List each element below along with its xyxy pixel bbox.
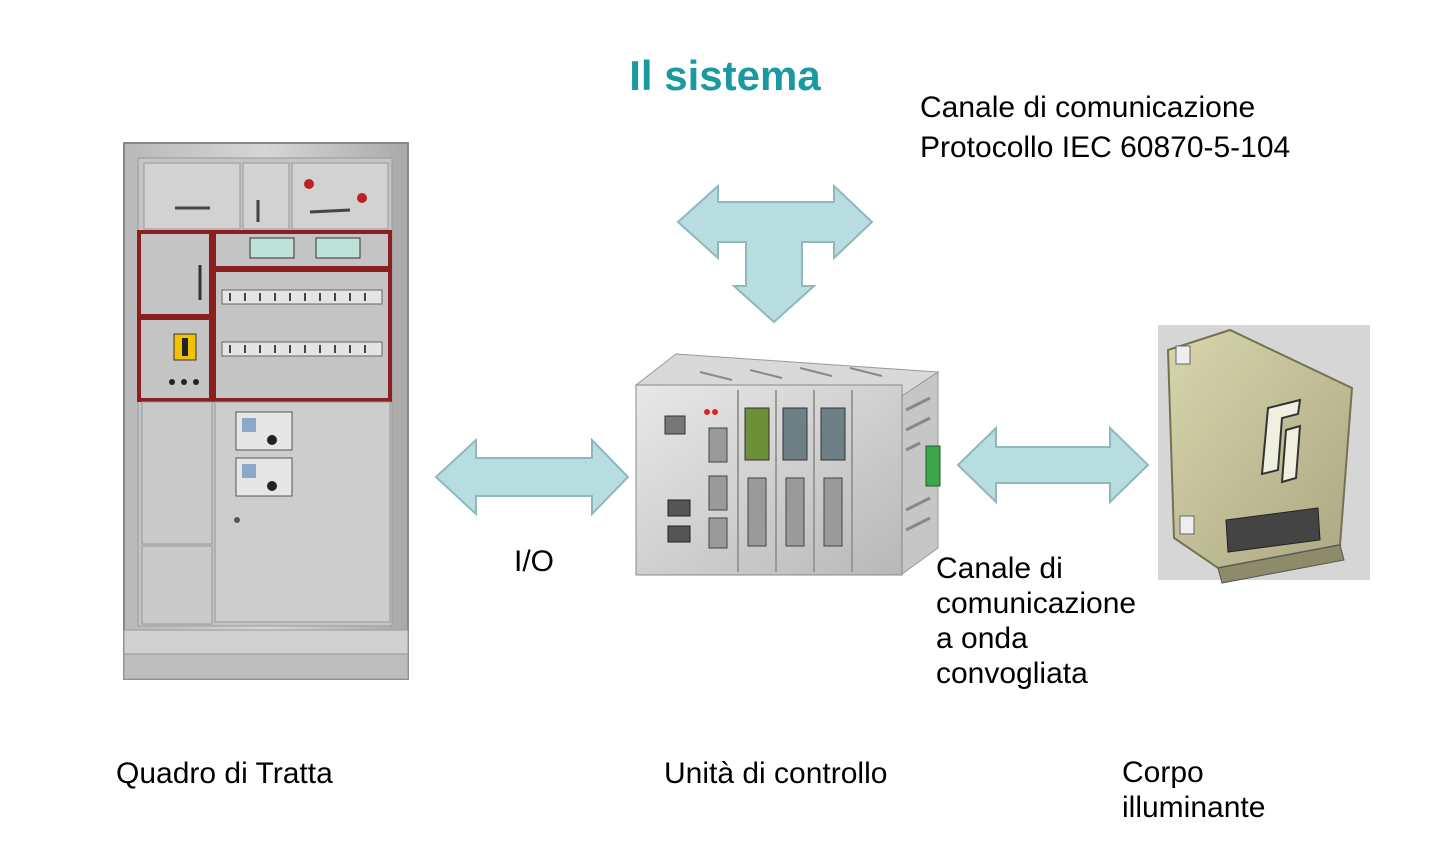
lamp-housing-icon	[1158, 325, 1370, 584]
caption-lamp: Corpo illuminante	[1122, 755, 1265, 825]
control-unit-icon	[634, 353, 941, 576]
caption-cabinet: Quadro di Tratta	[116, 757, 333, 790]
caption-control-unit: Unità di controllo	[664, 757, 888, 790]
caption-lamp-line2: illuminante	[1122, 791, 1266, 824]
communication-channel-line2: Protocollo IEC 60870-5-104	[920, 131, 1291, 164]
powerline-channel-label: Canale di comunicazione a onda convoglia…	[936, 551, 1136, 691]
t-arrow-icon	[676, 183, 874, 324]
powerline-channel-line1: Canale di	[936, 552, 1063, 585]
double-arrow-right-icon	[956, 425, 1150, 505]
powerline-channel-line3: a onda	[936, 622, 1028, 655]
electrical-cabinet-icon	[123, 142, 409, 680]
io-label: I/O	[514, 545, 555, 578]
powerline-channel-line4: convogliata	[936, 657, 1088, 690]
double-arrow-icon	[434, 437, 630, 517]
powerline-channel-line2: comunicazione	[936, 587, 1137, 620]
communication-channel-line1: Canale di comunicazione	[920, 91, 1256, 124]
page-title: Il sistema	[629, 52, 821, 99]
communication-channel-label: Canale di comunicazione Protocollo IEC 6…	[920, 88, 1290, 168]
caption-lamp-line1: Corpo	[1122, 756, 1204, 789]
